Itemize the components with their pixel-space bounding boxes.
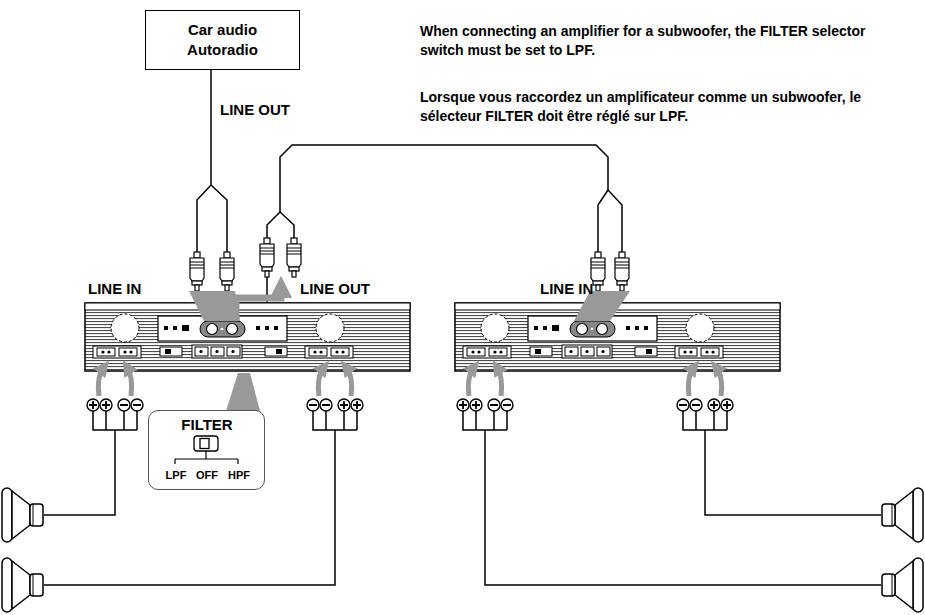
port-label: OFF	[196, 468, 218, 482]
filter-callout: FILTER LPF OFF HPF	[148, 410, 265, 490]
speaker-wire-part	[485, 430, 881, 585]
speaker	[2, 558, 43, 612]
amplifier-unit: LINE IN	[455, 303, 780, 371]
amplifier-unit: LINE INLINE OUT	[85, 303, 410, 371]
switch-leader	[175, 451, 238, 464]
switch-body	[194, 436, 218, 451]
output-arrow	[236, 287, 281, 320]
rca-plug	[615, 252, 629, 291]
cable-branch-part	[608, 190, 622, 252]
port-label: LINE OUT	[220, 100, 290, 120]
callout-pointer	[226, 373, 260, 411]
cable-branch	[211, 185, 622, 252]
box-title: FILTER	[181, 415, 232, 435]
rca-plug	[260, 238, 274, 277]
note-text: Lorsque vous raccordez un amplificateur …	[420, 88, 900, 126]
switch-knob	[200, 439, 209, 449]
speaker-wire-part	[44, 430, 115, 515]
speaker	[882, 488, 923, 542]
insert-arrow	[189, 291, 240, 321]
speaker	[2, 488, 43, 542]
note-text: When connecting an amplifier for a subwo…	[420, 22, 900, 60]
port-label: LINE IN	[88, 279, 141, 299]
rca-plug	[220, 252, 234, 291]
rca-plug	[287, 238, 301, 277]
rca-plug	[190, 252, 204, 291]
cable-branch-part	[211, 185, 227, 252]
port-label: LPF	[166, 468, 187, 482]
port-label: LINE OUT	[300, 279, 370, 299]
port-label: LINE IN	[540, 279, 593, 299]
amplifier	[455, 303, 780, 430]
speaker-pair	[882, 488, 923, 612]
port-label: HPF	[228, 468, 250, 482]
source-box: Car audio Autoradio	[145, 10, 300, 70]
cable	[267, 145, 608, 303]
box-title: Car audio Autoradio	[178, 20, 268, 60]
cable-branch-part	[280, 212, 294, 238]
speaker-wire-part	[705, 430, 881, 515]
speaker	[882, 558, 923, 612]
